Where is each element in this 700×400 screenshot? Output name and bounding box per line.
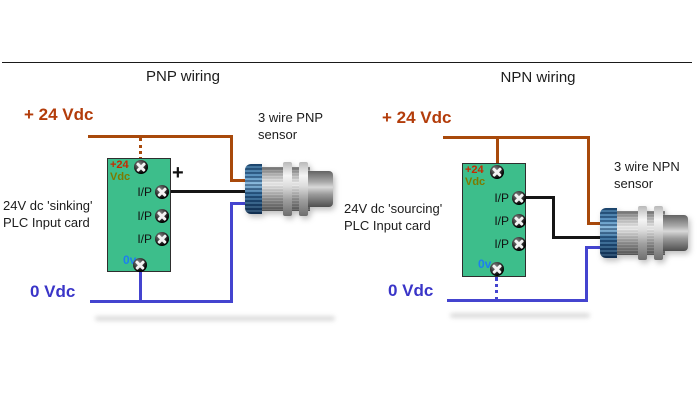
pnp-sensor-nose xyxy=(307,171,333,207)
pnp-card-vdc-label: Vdc xyxy=(110,171,131,183)
pnp-screw-terminal-ip3-icon xyxy=(155,232,169,246)
npn-sensor-label: 3 wire NPN sensor xyxy=(614,158,680,192)
pnp-24v-sensor-stub-wire xyxy=(230,179,250,182)
pnp-card-ip3-label: I/P xyxy=(137,232,152,246)
pnp-sensor-label-line2: sensor xyxy=(258,127,298,142)
npn-plc-card-label-line2: PLC Input card xyxy=(344,218,431,233)
pnp-sensor-nut1 xyxy=(283,162,292,216)
pnp-sensor-cable-cap xyxy=(245,164,262,214)
pnp-screw-terminal-24v-icon xyxy=(134,160,148,174)
top-divider-line xyxy=(2,62,692,63)
npn-screw-terminal-ip3-icon xyxy=(512,237,526,251)
npn-card-ip1-label: I/P xyxy=(494,191,509,205)
pnp-24v-rail-label: + 24 Vdc xyxy=(24,105,94,124)
pnp-sensor-image xyxy=(245,162,333,216)
pnp-card-plus24-label: +24 xyxy=(110,159,129,171)
npn-screw-terminal-ip2-icon xyxy=(512,214,526,228)
pnp-plc-card-label-line2: PLC Input card xyxy=(3,215,90,230)
npn-card-vdc-label: Vdc xyxy=(465,176,486,188)
pnp-sensor-label-line1: 3 wire PNP xyxy=(258,110,324,125)
npn-sensor-nut2 xyxy=(654,206,663,260)
pnp-signal-wire xyxy=(167,190,248,193)
pnp-title: PNP wiring xyxy=(146,68,220,85)
npn-0v-sensor-stub-wire xyxy=(585,246,604,249)
pnp-24v-rail-wire xyxy=(88,135,233,138)
npn-card-0v-label: 0v xyxy=(478,257,492,271)
npn-sensor-image xyxy=(600,206,688,260)
npn-rail-shadow xyxy=(450,313,590,318)
npn-card-plus24-label: +24 xyxy=(465,164,484,176)
npn-0v-rail-wire xyxy=(447,299,588,302)
pnp-screw-terminal-0v-icon xyxy=(133,258,147,272)
pnp-24v-drop-to-sensor-wire xyxy=(230,135,233,182)
npn-24v-sensor-stub-wire xyxy=(587,222,605,225)
npn-24v-rail-label: + 24 Vdc xyxy=(382,108,452,127)
pnp-plc-card-label-line1: 24V dc 'sinking' xyxy=(3,198,93,213)
npn-title: NPN wiring xyxy=(500,69,576,86)
pnp-card-ip1-label: I/P xyxy=(137,185,152,199)
pnp-signal-plus-marker: + xyxy=(172,162,184,184)
pnp-screw-terminal-ip1-icon xyxy=(155,185,169,199)
pnp-sensor-label: 3 wire PNP sensor xyxy=(258,109,323,143)
npn-card-ip2-label: I/P xyxy=(494,214,509,228)
pnp-0v-sensor-stub-wire xyxy=(230,202,250,205)
npn-sensor-cable-cap xyxy=(600,208,617,258)
npn-signal-wire-v xyxy=(552,196,555,239)
npn-card-ip3-label: I/P xyxy=(494,237,509,251)
npn-0v-riser-wire xyxy=(585,246,588,302)
npn-plc-card-label: 24V dc 'sourcing' PLC Input card xyxy=(344,200,442,234)
npn-sensor-label-line2: sensor xyxy=(614,176,654,191)
pnp-rail-shadow xyxy=(95,316,335,321)
npn-screw-terminal-24v-icon xyxy=(490,165,504,179)
npn-plc-card-label-line1: 24V dc 'sourcing' xyxy=(344,201,443,216)
npn-screw-terminal-0v-icon xyxy=(490,262,504,276)
npn-sensor-label-line1: 3 wire NPN xyxy=(614,159,680,174)
pnp-0v-rail-label: 0 Vdc xyxy=(30,282,76,301)
pnp-plc-card-label: 24V dc 'sinking' PLC Input card xyxy=(3,197,93,231)
pnp-0v-riser-wire xyxy=(230,202,233,303)
npn-screw-terminal-ip1-icon xyxy=(512,191,526,205)
pnp-card-ip2-label: I/P xyxy=(137,209,152,223)
npn-0v-dotted-card-drop-wire xyxy=(495,277,498,301)
npn-0v-rail-label: 0 Vdc xyxy=(388,281,434,300)
npn-24v-card-drop-wire xyxy=(496,136,499,165)
pnp-0v-card-drop-wire xyxy=(139,272,142,302)
npn-24v-drop-to-sensor-wire xyxy=(587,136,590,225)
pnp-0v-rail-wire xyxy=(90,300,233,303)
npn-sensor-nut1 xyxy=(638,206,647,260)
pnp-screw-terminal-ip2-icon xyxy=(155,209,169,223)
npn-signal-wire-h1 xyxy=(523,196,555,199)
npn-24v-rail-wire xyxy=(443,136,590,139)
pnp-sensor-nut2 xyxy=(299,162,308,216)
npn-signal-wire-h2 xyxy=(552,236,604,239)
pnp-24v-dotted-card-drop-wire xyxy=(139,138,142,160)
npn-sensor-nose xyxy=(662,215,688,251)
